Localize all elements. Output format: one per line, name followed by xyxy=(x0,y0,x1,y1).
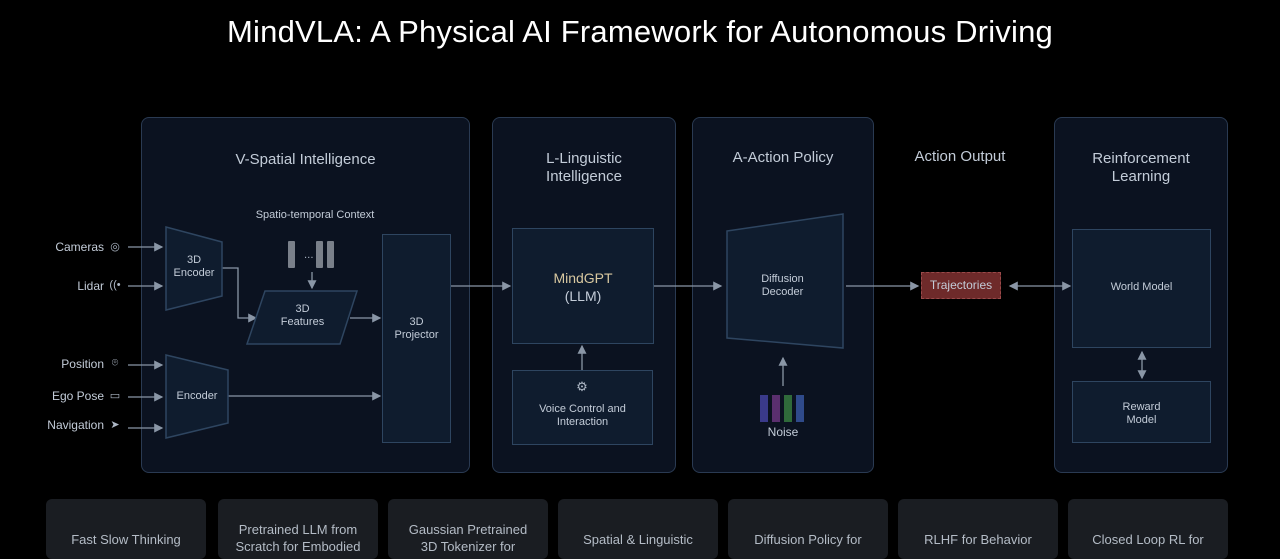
spatial-intelligence-title: V-Spatial Intelligence xyxy=(235,151,376,168)
camera-icon: ◎ xyxy=(110,241,120,253)
cameras-label: Cameras xyxy=(55,240,104,254)
location-pin-icon: ⌾ xyxy=(111,357,119,369)
noise-label: Noise xyxy=(767,425,799,439)
navigation-label: Navigation xyxy=(47,418,104,432)
navigation-arrow-icon: ➤ xyxy=(110,419,120,431)
projector-3d-box xyxy=(382,234,451,443)
car-icon: ▭ xyxy=(109,390,121,402)
action-policy-title: A-Action Policy xyxy=(732,149,834,166)
llm-label: (LLM) xyxy=(564,288,602,304)
features-3d-shape xyxy=(245,290,359,345)
diffusion-decoder-shape xyxy=(726,213,844,349)
trajectories-label: Trajectories xyxy=(929,278,993,292)
svg-text:...: ... xyxy=(304,250,314,261)
page-title: MindVLA: A Physical AI Framework for Aut… xyxy=(227,14,1053,49)
robot-arm-icon: ⚙ xyxy=(576,379,588,394)
ego-pose-label: Ego Pose xyxy=(51,389,104,403)
context-label: Spatio-temporal Context xyxy=(255,209,375,221)
encoder-3d-shape xyxy=(165,226,223,311)
reinforcement-learning-title: Reinforcement Learning xyxy=(1092,150,1190,185)
reward-model-box xyxy=(1072,381,1211,443)
feature-chip: Spatial & Linguistic xyxy=(558,499,718,559)
feature-chip: Gaussian Pretrained 3D Tokenizer for xyxy=(388,499,548,559)
world-model-label: World Model xyxy=(1110,281,1173,293)
feature-chip: RLHF for Behavior xyxy=(898,499,1058,559)
position-label: Position xyxy=(61,357,104,371)
projector-3d-label: 3D Projector xyxy=(394,316,439,341)
mindgpt-label: MindGPT xyxy=(553,270,613,286)
feature-chip: Closed Loop RL for xyxy=(1068,499,1228,559)
encoder-label: Encoder xyxy=(176,390,218,402)
voice-control-box xyxy=(512,370,653,445)
encoder-shape xyxy=(165,354,229,439)
mindgpt-box xyxy=(512,228,654,344)
diffusion-decoder-label: Diffusion Decoder xyxy=(761,273,804,298)
lidar-label: Lidar xyxy=(77,279,104,293)
diagram-connections: ... xyxy=(128,213,1147,439)
context-tokens xyxy=(288,241,334,268)
encoder-3d-label: 3D Encoder xyxy=(173,254,215,279)
action-output-title: Action Output xyxy=(914,148,1006,165)
voice-control-label: Voice Control and Interaction xyxy=(539,403,626,428)
trajectories-box xyxy=(921,272,1001,299)
linguistic-intelligence-title: L-Linguistic Intelligence xyxy=(546,150,622,185)
feature-chip: Pretrained LLM from Scratch for Embodied xyxy=(218,499,378,559)
noise-tokens xyxy=(760,395,804,422)
reward-model-label: Reward Model xyxy=(1122,401,1161,426)
lidar-icon: ((• xyxy=(109,279,121,291)
feature-chip: Diffusion Policy for xyxy=(728,499,888,559)
features-3d-label: 3D Features xyxy=(280,303,325,328)
world-model-box xyxy=(1072,229,1211,348)
feature-chip: Fast Slow Thinking xyxy=(46,499,206,559)
